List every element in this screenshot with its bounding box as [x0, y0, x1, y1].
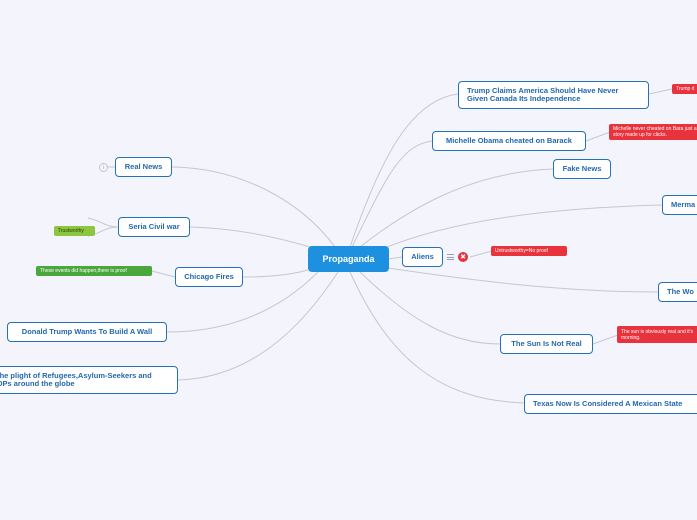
note-chicago-fires: These events did happen,there is proof: [36, 266, 152, 276]
notes-icon[interactable]: [447, 254, 454, 260]
note-aliens: Untrustworthy=No proof: [491, 246, 567, 256]
topic-trump-canada-label: Trump Claims America Should Have Never G…: [467, 86, 619, 103]
note-sun-not-real-text: The sun is obviously real and it's morni…: [621, 328, 694, 341]
topic-trump-wall[interactable]: Donald Trump Wants To Build A Wall: [7, 322, 167, 342]
topic-seria-civil-war[interactable]: Seria Civil war: [118, 217, 190, 237]
connector-note-sun: [592, 334, 619, 345]
connector-aliens: [387, 256, 403, 260]
connector-real-news: [171, 166, 336, 248]
root-topic[interactable]: Propaganda: [308, 246, 389, 272]
topic-sun-not-real-label: The Sun Is Not Real: [511, 339, 582, 348]
topic-the-wo-label: The Wo: [667, 287, 694, 296]
topic-seria-civil-war-label: Seria Civil war: [128, 222, 180, 231]
topic-refugees-label: The plight of Refugees,Asylum-Seekers an…: [0, 371, 152, 388]
note-michelle-obama: Michelle never cheated on Bara just a st…: [609, 124, 697, 140]
note-seria-civil-war-text: Trustworthy: [58, 228, 84, 234]
connector-texas: [349, 271, 525, 404]
connector-trump-wall: [166, 271, 319, 333]
topic-texas-mexican-state-label: Texas Now Is Considered A Mexican State: [533, 399, 683, 408]
topic-aliens-label: Aliens: [411, 252, 434, 261]
topic-real-news[interactable]: Real News: [115, 157, 172, 177]
info-icon[interactable]: i: [99, 163, 108, 172]
connector-michelle: [351, 140, 433, 248]
connector-sun: [359, 271, 501, 345]
topic-texas-mexican-state[interactable]: Texas Now Is Considered A Mexican State: [524, 394, 697, 414]
note-trump-canada-text: Trump d: [676, 86, 695, 92]
topic-trump-wall-label: Donald Trump Wants To Build A Wall: [21, 327, 153, 336]
root-topic-label: Propaganda: [322, 254, 375, 264]
connector-note-trump: [648, 88, 673, 95]
connector-seria: [189, 226, 311, 248]
topic-fake-news-label: Fake News: [562, 164, 602, 173]
topic-michelle-obama[interactable]: Michelle Obama cheated on Barack: [432, 131, 586, 151]
topic-aliens[interactable]: Aliens: [402, 247, 443, 267]
topic-michelle-obama-label: Michelle Obama cheated on Barack: [446, 136, 572, 145]
note-aliens-text: Untrustworthy=No proof: [495, 248, 548, 254]
note-trump-canada: Trump d: [672, 84, 697, 94]
connector-trump-canada: [349, 93, 459, 248]
connector-merma: [379, 204, 663, 251]
topic-refugees[interactable]: The plight of Refugees,Asylum-Seekers an…: [0, 366, 178, 394]
topic-fake-news[interactable]: Fake News: [553, 159, 611, 179]
note-seria-civil-war: Trustworthy: [54, 226, 95, 236]
note-michelle-obama-text: Michelle never cheated on Bara just a st…: [613, 126, 697, 138]
connector-fake-news: [359, 168, 554, 248]
topic-sun-not-real[interactable]: The Sun Is Not Real: [500, 334, 593, 354]
connector-note-aliens: [469, 250, 493, 258]
topic-merma-label: Merma: [671, 200, 696, 209]
connector-refugees: [177, 271, 339, 381]
topic-merma[interactable]: Merma: [662, 195, 697, 215]
note-chicago-fires-text: These events did happen,there is proof: [40, 268, 127, 274]
connector-note-michelle: [585, 131, 611, 142]
thumbs-down-icon: ✖: [458, 252, 468, 262]
topic-chicago-fires-label: Chicago Fires: [184, 272, 234, 281]
thumbs-down-glyph: ✖: [460, 254, 466, 261]
connector-chicago: [242, 269, 309, 278]
topic-trump-canada[interactable]: Trump Claims America Should Have Never G…: [458, 81, 649, 109]
note-sun-not-real: The sun is obviously real and it's morni…: [617, 326, 697, 343]
topic-real-news-label: Real News: [124, 162, 163, 171]
topic-chicago-fires[interactable]: Chicago Fires: [175, 267, 243, 287]
connector-note-chicago: [151, 270, 176, 278]
topic-the-wo[interactable]: The Wo: [658, 282, 697, 302]
connector-the-wo: [387, 267, 659, 293]
